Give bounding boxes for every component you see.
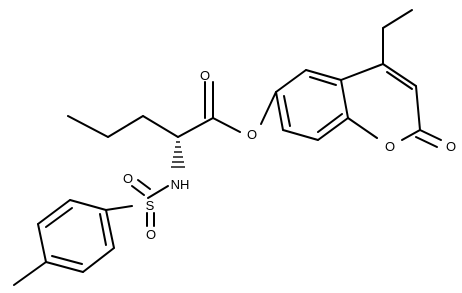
bond <box>99 213 107 246</box>
hexanoyl-chain <box>67 115 214 168</box>
bond <box>382 9 413 29</box>
bond <box>260 91 277 125</box>
atom-label-sulfonyl-oxygen-top: O <box>123 171 133 186</box>
bond <box>340 63 384 81</box>
bond <box>317 117 349 141</box>
bond <box>45 261 84 273</box>
tolyl-ring <box>13 199 115 286</box>
atom-label-nh: NH <box>171 177 190 192</box>
bond <box>401 129 421 141</box>
bond <box>137 179 151 190</box>
bond <box>67 115 109 138</box>
sulfonamide-group <box>105 179 169 227</box>
bond <box>105 205 133 211</box>
bond <box>107 115 144 138</box>
atom-label-sulfur: S <box>146 198 155 213</box>
bond <box>45 207 73 228</box>
bond <box>382 63 417 87</box>
bond <box>275 69 307 93</box>
bond <box>309 76 337 86</box>
bond <box>340 79 349 119</box>
bond <box>415 136 438 148</box>
atom-label-lactone-oxygen: O <box>446 139 456 154</box>
bond <box>386 71 413 90</box>
bond <box>317 113 343 133</box>
bond <box>177 117 214 138</box>
bond <box>212 117 241 133</box>
bond <box>142 115 179 138</box>
bond <box>82 247 115 273</box>
bond <box>275 91 284 131</box>
stereo-hash-bond <box>171 141 185 168</box>
ester-group <box>204 81 277 133</box>
bond <box>37 199 71 225</box>
bond <box>69 199 107 211</box>
bond <box>283 95 291 127</box>
bond <box>131 185 145 196</box>
bond <box>13 261 47 286</box>
atom-label-carbonyl-oxygen: O <box>200 68 210 83</box>
coumarin-core <box>275 9 442 148</box>
bond <box>347 117 378 139</box>
bond <box>282 129 319 141</box>
atom-label-ring-oxygen: O <box>385 139 395 154</box>
bond <box>105 209 115 249</box>
bond <box>37 223 47 263</box>
bond <box>415 85 421 131</box>
atom-label-ester-oxygen: O <box>247 127 257 142</box>
bond <box>419 129 442 141</box>
bond <box>305 69 342 81</box>
bond <box>51 255 83 265</box>
bond <box>147 185 169 199</box>
atom-label-sulfonyl-oxygen-bottom: O <box>146 227 156 242</box>
